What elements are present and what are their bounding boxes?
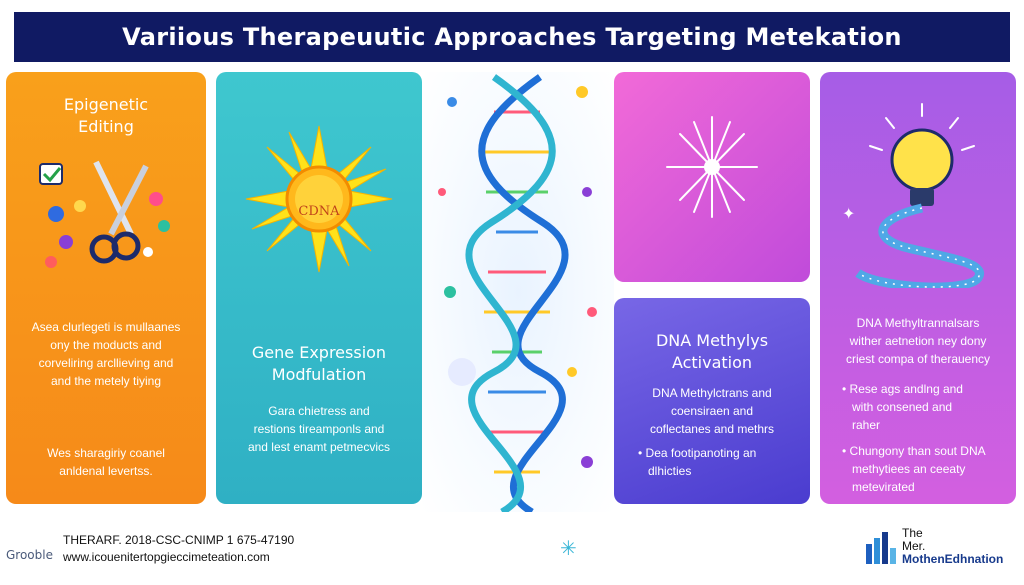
dna-helix-area	[422, 72, 614, 516]
editing-title: Epigenetic Editing	[6, 94, 206, 138]
activation-body-line: DNA Methylctrans and	[652, 386, 772, 400]
expression-body-line: restions tireamponls and	[253, 422, 385, 436]
editing-body: Asea clurlegeti is mullaanes ony the mod…	[6, 318, 206, 390]
editing-body-line: corveliring arcllieving and	[38, 356, 174, 370]
editing-title-line: Epigenetic	[63, 95, 149, 114]
footer-reference: THERARF. 2018-CSC-CNIMP 1 675-47190	[63, 533, 295, 547]
transferase-intro: DNA Methyltrannalsars wither aetnetion n…	[820, 314, 1016, 368]
activation-bullet-text: dlhicties	[648, 464, 692, 478]
transferase-bullet-text: with consened and	[852, 400, 953, 414]
expression-title-line: Gene Expression	[251, 343, 387, 362]
sun-icon	[245, 125, 393, 273]
organization-name: The Mer. MothenEdhnation	[902, 527, 1003, 566]
activation-bullets: • Dea footipanoting an dlhicties	[638, 444, 810, 480]
panel-epigenetic-editing: Epigenetic Editing Asea clurlegeti is mu…	[6, 72, 206, 504]
lightbulb-icon	[855, 103, 985, 288]
page-title: Variious Therapeuutic Approaches Targeti…	[122, 23, 902, 51]
scissors-icon	[39, 160, 170, 268]
editing-footer: Wes sharagiriy coanel anldenal levertss.	[6, 444, 206, 480]
title-banner: Variious Therapeuutic Approaches Targeti…	[14, 12, 1010, 62]
activation-body: DNA Methylctrans and coensiraen and cofl…	[614, 384, 810, 438]
transferase-intro-line: criest compa of therauency	[845, 352, 991, 366]
starburst-icon	[666, 116, 758, 218]
panel-dna-methyltransferase: ✦ DNA Methyltrannalsars wither aetnetion…	[820, 72, 1016, 504]
transferase-bullet: • Chungony than sout DNA	[842, 444, 986, 458]
transferase-bullet-1: • Rese ags andlng and with consened and …	[842, 380, 1016, 434]
transferase-bullet-text: Rese ags andlng and	[849, 382, 963, 396]
transferase-bullet-text: methytiees an ceeaty	[852, 462, 966, 476]
activation-title-line: Activation	[671, 353, 753, 372]
editing-footer-line: Wes sharagiriy coanel	[47, 446, 165, 460]
expression-body-line: Gara chietress and	[268, 404, 370, 418]
panel-top-purple	[614, 72, 810, 282]
footer-logo: Grooble	[6, 548, 53, 562]
org-line: The	[902, 526, 923, 540]
editing-body-line: ony the moducts and	[50, 338, 162, 352]
org-line: MothenEdhnation	[902, 552, 1004, 566]
editing-footer-line: anldenal levertss.	[59, 464, 153, 478]
cdna-badge: CDNA	[298, 204, 340, 219]
expression-title-line: Modfulation	[271, 365, 367, 384]
panel-gene-expression: CDNA Gene Expression Modfulation Gara ch…	[216, 72, 422, 504]
footer-url[interactable]: www.icouenitertopgieccimeteation.com	[63, 550, 270, 564]
expression-body-line: and lest enamt petmecvics	[247, 440, 391, 454]
editing-body-line: and the metely tiying	[50, 374, 162, 388]
dna-helix-icon	[438, 74, 597, 516]
activation-bullet: • Dea footipanoting an	[638, 446, 757, 460]
org-line: Mer.	[902, 539, 926, 553]
footer-lines: THERARF. 2018-CSC-CNIMP 1 675-47190 www.…	[63, 532, 294, 566]
transferase-bullet-2: • Chungony than sout DNA methytiees an c…	[842, 442, 1016, 496]
expression-title: Gene Expression Modfulation	[216, 342, 422, 386]
transferase-intro-line: DNA Methyltrannalsars	[856, 316, 980, 330]
activation-body-line: coflectanes and methrs	[649, 422, 775, 436]
transferase-bullet: • Rese ags andlng and	[842, 382, 963, 396]
transferase-bullet-text: Chungony than sout DNA	[849, 444, 986, 458]
footer-credits: Grooble THERARF. 2018-CSC-CNIMP 1 675-47…	[6, 532, 294, 566]
expression-body: Gara chietress and restions tireamponls …	[216, 402, 422, 456]
editing-title-line: Editing	[78, 117, 134, 136]
editing-body-line: Asea clurlegeti is mullaanes	[31, 320, 181, 334]
transferase-intro-line: wither aetnetion ney dony	[849, 334, 987, 348]
activation-title: DNA Methylys Activation	[614, 330, 810, 374]
transferase-bullet-text: raher	[852, 418, 881, 432]
transferase-bullet-text: metevirated	[852, 480, 915, 494]
activation-bullet-text: Dea footipanoting an	[645, 446, 757, 460]
organization-logo: The Mer. MothenEdhnation	[866, 527, 1003, 566]
sparkle-icon: ✦	[842, 206, 856, 223]
panel-dna-activation: DNA Methylys Activation DNA Methylctrans…	[614, 298, 810, 504]
activation-body-line: coensiraen and	[670, 404, 754, 418]
activation-title-line: DNA Methylys	[655, 331, 769, 350]
footer-sparkle-icon: ✳	[560, 538, 577, 560]
organization-logo-icon	[866, 531, 896, 564]
